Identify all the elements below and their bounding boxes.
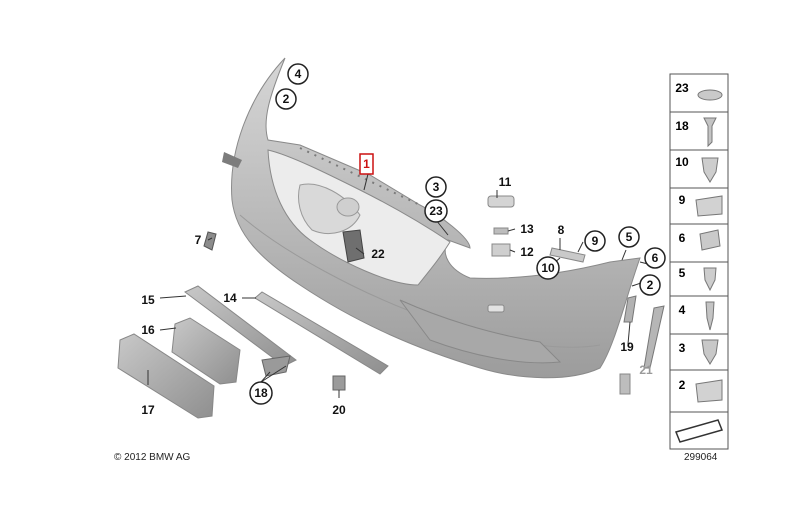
holder-part (549, 247, 586, 263)
legend-label-2: 10 (675, 155, 689, 169)
callout-9: 9 (592, 234, 599, 248)
callout-20: 20 (332, 403, 346, 417)
rivet-icon (703, 267, 717, 292)
legend-label-1: 18 (675, 119, 689, 133)
callout-2b: 2 (647, 278, 654, 292)
callout-10: 10 (541, 261, 555, 275)
trim-strip-14 (254, 291, 389, 375)
u-nut-icon (695, 379, 723, 403)
callout-circle-23 (424, 199, 448, 223)
arrow-icon (674, 419, 724, 443)
grommet-part (493, 227, 509, 235)
callout-11: 11 (499, 175, 512, 189)
callout-circle-2b (639, 274, 661, 296)
callout-box-1 (359, 153, 374, 175)
callout-3: 3 (433, 180, 440, 194)
legend-label-8: 2 (679, 378, 686, 392)
leader-lines (147, 173, 649, 398)
legend-label-0: 23 (675, 81, 689, 95)
clip-part (491, 243, 511, 257)
callout-circle-10 (536, 256, 560, 280)
cover-cap-part (487, 195, 515, 208)
callout-14: 14 (223, 291, 237, 305)
part-21-ref (619, 373, 631, 395)
callout-circle-2 (275, 88, 297, 110)
callout-circle-3 (425, 176, 447, 198)
callout-circle-9 (584, 230, 606, 252)
callout-17: 17 (141, 403, 155, 417)
side-clip-part (203, 231, 217, 251)
callout-2a: 2 (283, 92, 290, 106)
callout-1: 1 (363, 157, 370, 171)
callout-22: 22 (371, 247, 385, 261)
diagram-number: 299064 (684, 452, 718, 463)
bracket-part (342, 229, 365, 263)
callout-13: 13 (520, 222, 534, 236)
plug-rivet-icon (701, 339, 719, 365)
callout-6: 6 (652, 251, 659, 265)
callout-circle-4 (287, 63, 309, 85)
callout-circle-6 (644, 247, 666, 269)
callout-7: 7 (195, 233, 202, 247)
callout-group: 4 2 1 3 23 11 13 12 8 9 10 5 6 2 7 22 15… (141, 63, 666, 417)
legend-label-5: 5 (679, 266, 686, 280)
copyright-text: © 2012 BMW AG (114, 452, 191, 463)
callout-19: 19 (620, 340, 634, 354)
spring-nut-icon (695, 195, 723, 217)
washer-icon (697, 89, 723, 101)
callout-12: 12 (520, 245, 534, 259)
trim-panel-17 (117, 333, 215, 419)
callout-5: 5 (626, 230, 633, 244)
callout-circle-18 (249, 381, 273, 405)
trim-strip-15 (184, 285, 297, 367)
callout-21: 21 (639, 363, 653, 377)
callout-16: 16 (141, 323, 155, 337)
clip-18 (261, 355, 291, 377)
nut-20 (332, 375, 346, 391)
callout-8: 8 (558, 223, 565, 237)
callout-18: 18 (254, 386, 268, 400)
legend-label-7: 3 (679, 341, 686, 355)
trim-panel-16 (171, 317, 241, 385)
bracket-21 (643, 305, 665, 369)
callout-23: 23 (429, 204, 443, 218)
bracket-19 (623, 295, 637, 323)
callout-15: 15 (141, 293, 155, 307)
expanding-rivet-icon (701, 157, 719, 183)
legend-label-6: 4 (679, 303, 686, 317)
clip-nut-icon (699, 229, 721, 251)
legend-label-3: 9 (679, 193, 686, 207)
bolt-icon (705, 301, 715, 331)
callout-circle-5 (618, 226, 640, 248)
callout-4: 4 (295, 67, 302, 81)
screw-icon (703, 117, 717, 148)
legend-label-4: 6 (679, 231, 686, 245)
hardware-legend: 23 18 10 9 6 5 4 3 2 (669, 73, 729, 450)
